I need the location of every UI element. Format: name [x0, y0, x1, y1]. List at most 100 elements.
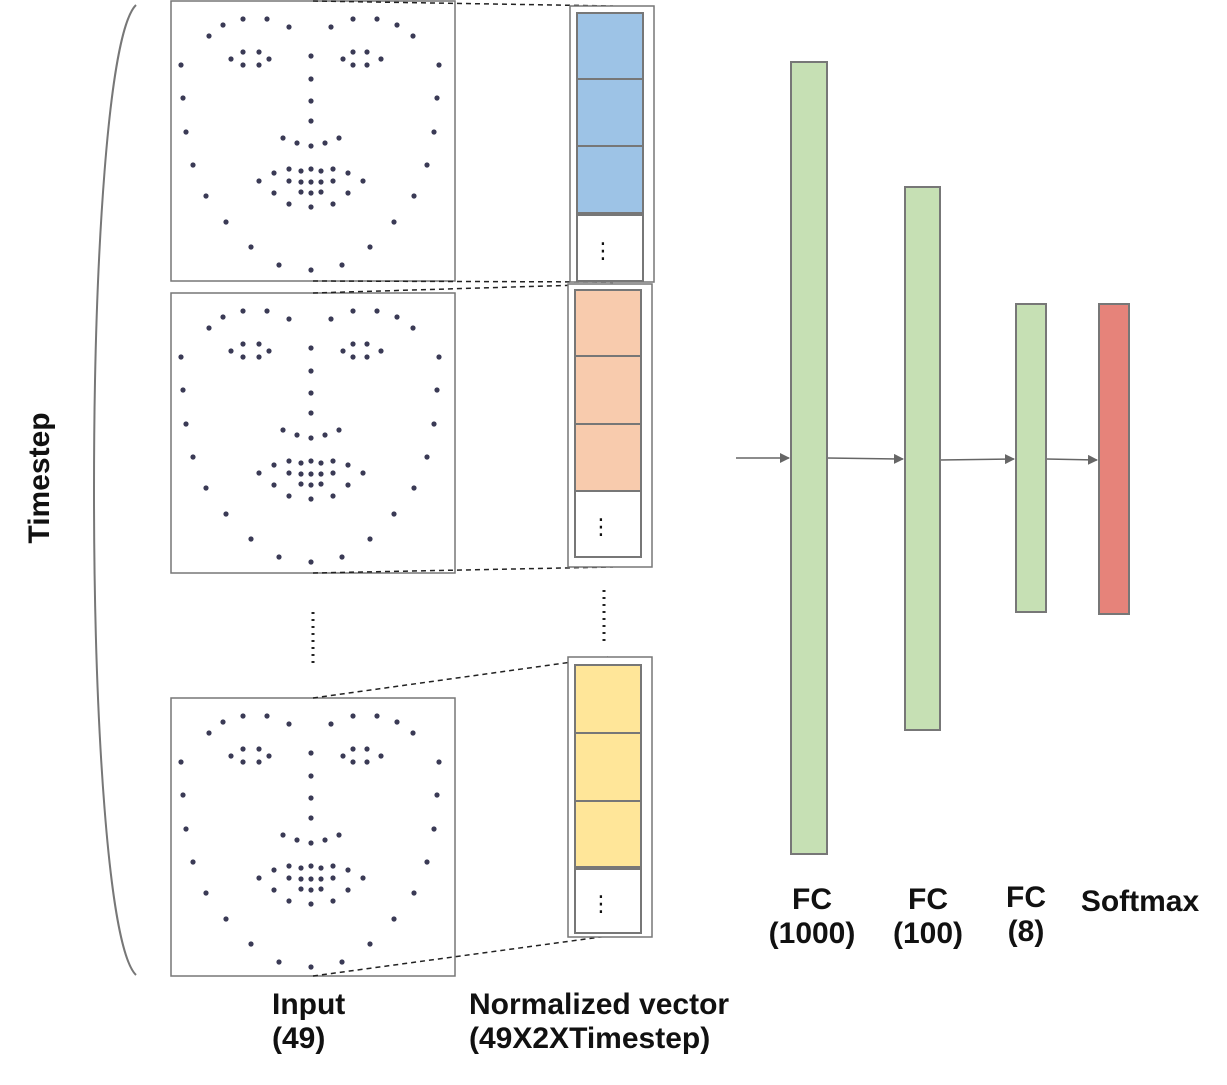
- landmark-dot: [240, 713, 246, 719]
- landmark-dot: [350, 308, 356, 314]
- layer-name: FC: [908, 883, 948, 916]
- landmark-dot: [411, 890, 417, 896]
- landmark-dot: [328, 721, 334, 727]
- landmark-dot: [298, 876, 304, 882]
- landmark-dot: [330, 875, 336, 881]
- landmark-dot: [411, 485, 417, 491]
- landmark-dot: [336, 832, 342, 838]
- flow-arrows: [736, 453, 1098, 465]
- landmark-dot: [286, 458, 292, 464]
- landmark-dot: [286, 178, 292, 184]
- timestep-brace: [93, 4, 137, 976]
- landmark-dot: [328, 316, 334, 322]
- input-label: Input (49): [272, 988, 345, 1056]
- landmark-dot: [228, 753, 234, 759]
- landmark-dot: [318, 865, 324, 871]
- landmark-dot: [364, 49, 370, 55]
- landmark-dot: [367, 244, 373, 250]
- landmark-dot: [350, 62, 356, 68]
- landmark-dot: [266, 348, 272, 354]
- landmark-dot: [280, 427, 286, 433]
- landmark-dot: [318, 481, 324, 487]
- landmark-dot: [308, 410, 314, 416]
- landmark-dot: [294, 837, 300, 843]
- landmark-dot: [286, 863, 292, 869]
- landmark-dot: [190, 162, 196, 168]
- landmark-dot: [308, 368, 314, 374]
- landmark-dot: [223, 916, 229, 922]
- landmark-dot: [328, 24, 334, 30]
- input-name: Input: [272, 988, 346, 1021]
- landmark-dot: [308, 471, 314, 477]
- landmark-dot: [220, 22, 226, 28]
- landmark-dot: [391, 511, 397, 517]
- landmark-dot: [374, 308, 380, 314]
- landmark-dot: [286, 875, 292, 881]
- vector-ellipsis: ⋮: [592, 239, 614, 264]
- landmark-dot: [318, 179, 324, 185]
- landmark-dot: [436, 62, 442, 68]
- landmark-dot: [308, 345, 314, 351]
- landmark-dot: [256, 178, 262, 184]
- landmark-dot: [206, 325, 212, 331]
- landmark-dot: [336, 135, 342, 141]
- vector-ellipsis: ⋮: [590, 515, 612, 540]
- landmark-dot: [271, 170, 277, 176]
- landmark-dot: [271, 482, 277, 488]
- landmark-dot: [256, 49, 262, 55]
- landmark-dot: [280, 832, 286, 838]
- landmark-dot: [374, 713, 380, 719]
- landmark-dot: [308, 190, 314, 196]
- layer-size: (8): [1007, 915, 1045, 948]
- landmark-dot: [220, 719, 226, 725]
- landmark-dot: [183, 826, 189, 832]
- landmark-dot: [345, 462, 351, 468]
- landmark-dot: [308, 876, 314, 882]
- landmark-dot: [330, 178, 336, 184]
- landmark-dot: [378, 56, 384, 62]
- landmark-dot: [298, 865, 304, 871]
- landmark-dot: [308, 559, 314, 565]
- landmark-dot: [308, 179, 314, 185]
- landmark-dot: [308, 773, 314, 779]
- landmark-dot: [264, 16, 270, 22]
- layer-name: FC: [1006, 881, 1046, 914]
- landmark-dot: [308, 840, 314, 846]
- landmark-dot: [286, 898, 292, 904]
- landmark-dot: [308, 204, 314, 210]
- landmark-dot: [298, 168, 304, 174]
- input-face-frame-3: [170, 697, 456, 977]
- landmark-dot: [340, 348, 346, 354]
- landmark-dot: [434, 95, 440, 101]
- landmark-dot: [308, 435, 314, 441]
- landmark-dot: [183, 421, 189, 427]
- landmark-dot: [308, 76, 314, 82]
- landmark-dot: [350, 49, 356, 55]
- landmark-dot: [308, 964, 314, 970]
- landmark-dot: [391, 916, 397, 922]
- landmark-dot: [286, 24, 292, 30]
- landmark-dot: [340, 56, 346, 62]
- landmark-dot: [190, 859, 196, 865]
- landmark-dot: [286, 470, 292, 476]
- landmark-dot: [308, 815, 314, 821]
- projection-lines: [312, 0, 614, 977]
- landmark-dot: [308, 118, 314, 124]
- landmark-dot: [350, 713, 356, 719]
- landmark-dot: [180, 792, 186, 798]
- landmark-dot: [308, 750, 314, 756]
- landmark-dot: [190, 454, 196, 460]
- fc-8-layer: [1015, 303, 1047, 613]
- landmark-dot: [336, 427, 342, 433]
- landmark-dot: [266, 56, 272, 62]
- normalized-vector-1: ⋮: [569, 5, 655, 283]
- landmark-dot: [340, 753, 346, 759]
- landmark-dot: [206, 33, 212, 39]
- fc-100-label: FC (100): [878, 883, 978, 951]
- landmark-dot: [394, 314, 400, 320]
- landmark-dot: [330, 898, 336, 904]
- landmark-dot: [330, 470, 336, 476]
- landmark-dot: [256, 354, 262, 360]
- landmark-dot: [240, 354, 246, 360]
- landmark-dot: [339, 959, 345, 965]
